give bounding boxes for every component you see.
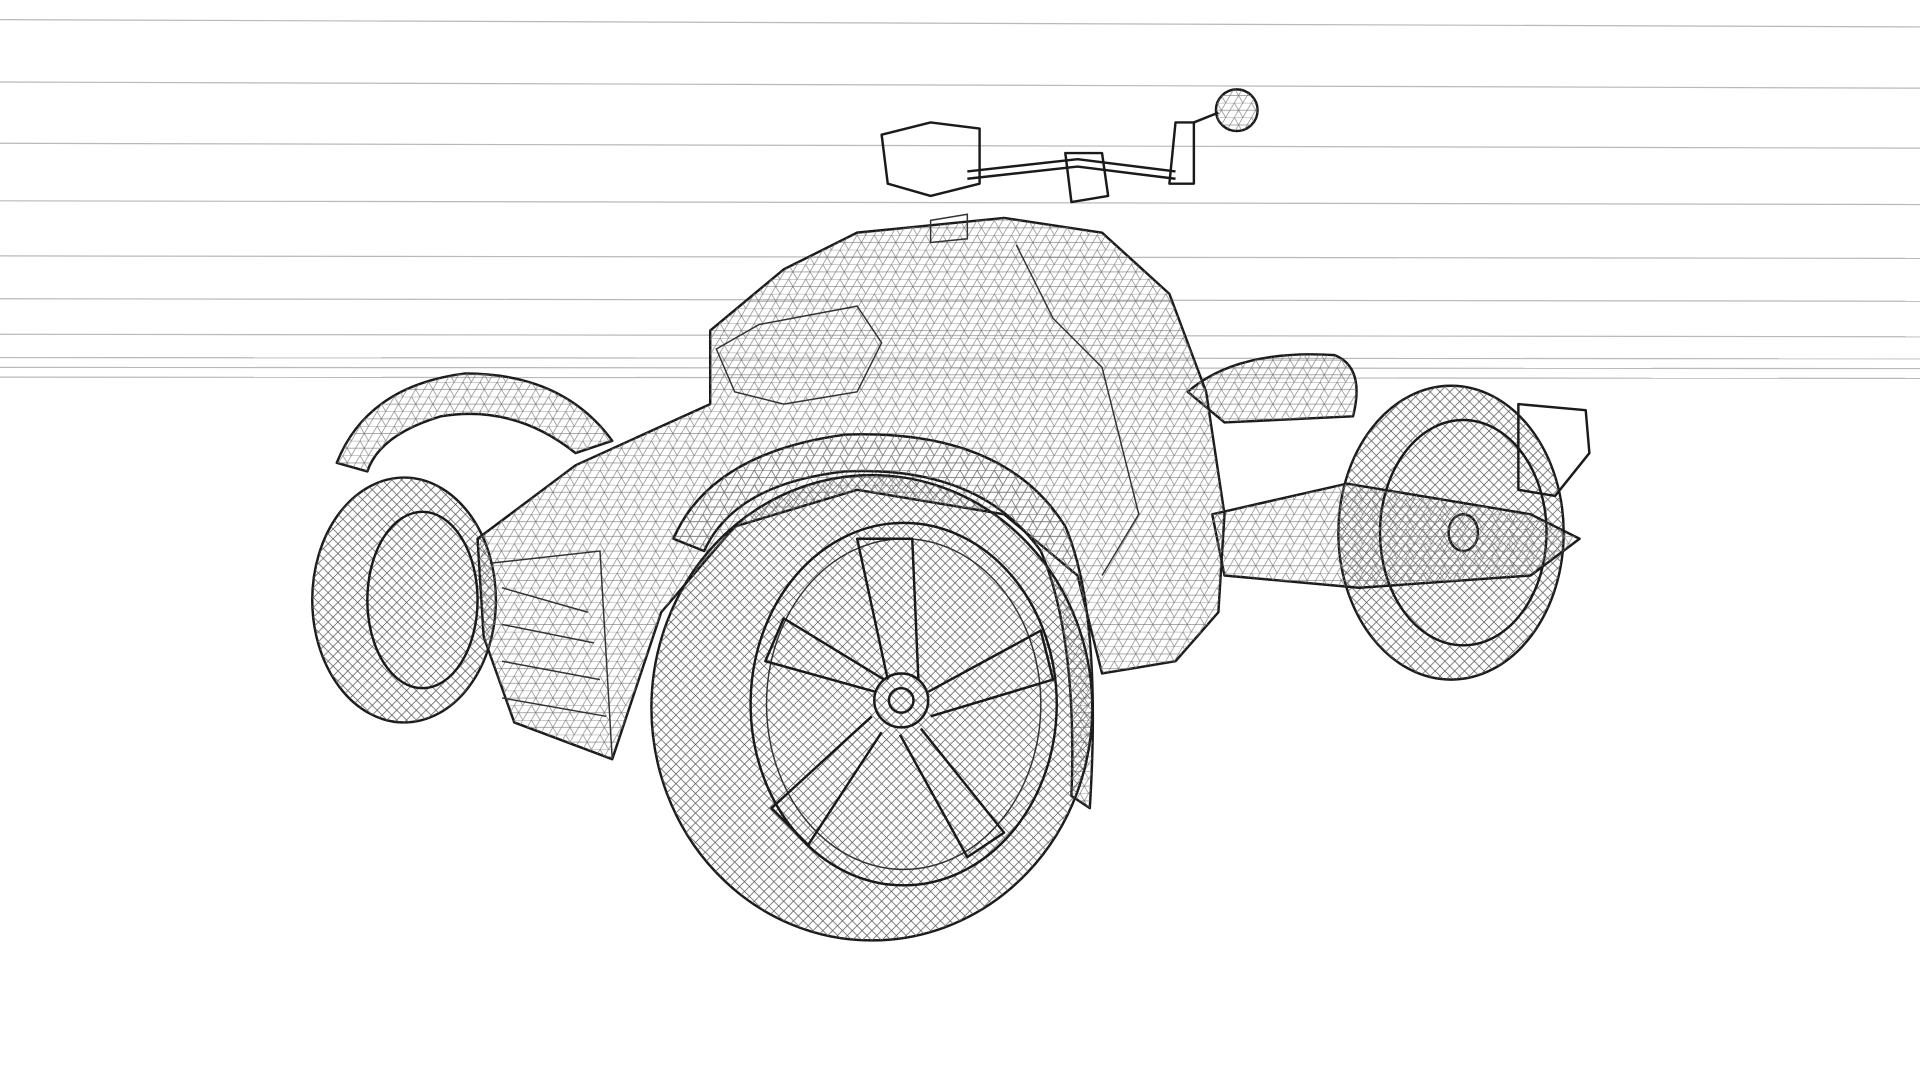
front-right-wheel [650, 473, 1094, 942]
front-right-fender [672, 433, 1095, 810]
handlebars [880, 88, 1259, 204]
left-fender [335, 372, 614, 473]
swingarm [1211, 402, 1591, 589]
wheel-spokes [764, 537, 1055, 859]
seat [1186, 353, 1358, 424]
left-front-wheel [311, 476, 498, 724]
